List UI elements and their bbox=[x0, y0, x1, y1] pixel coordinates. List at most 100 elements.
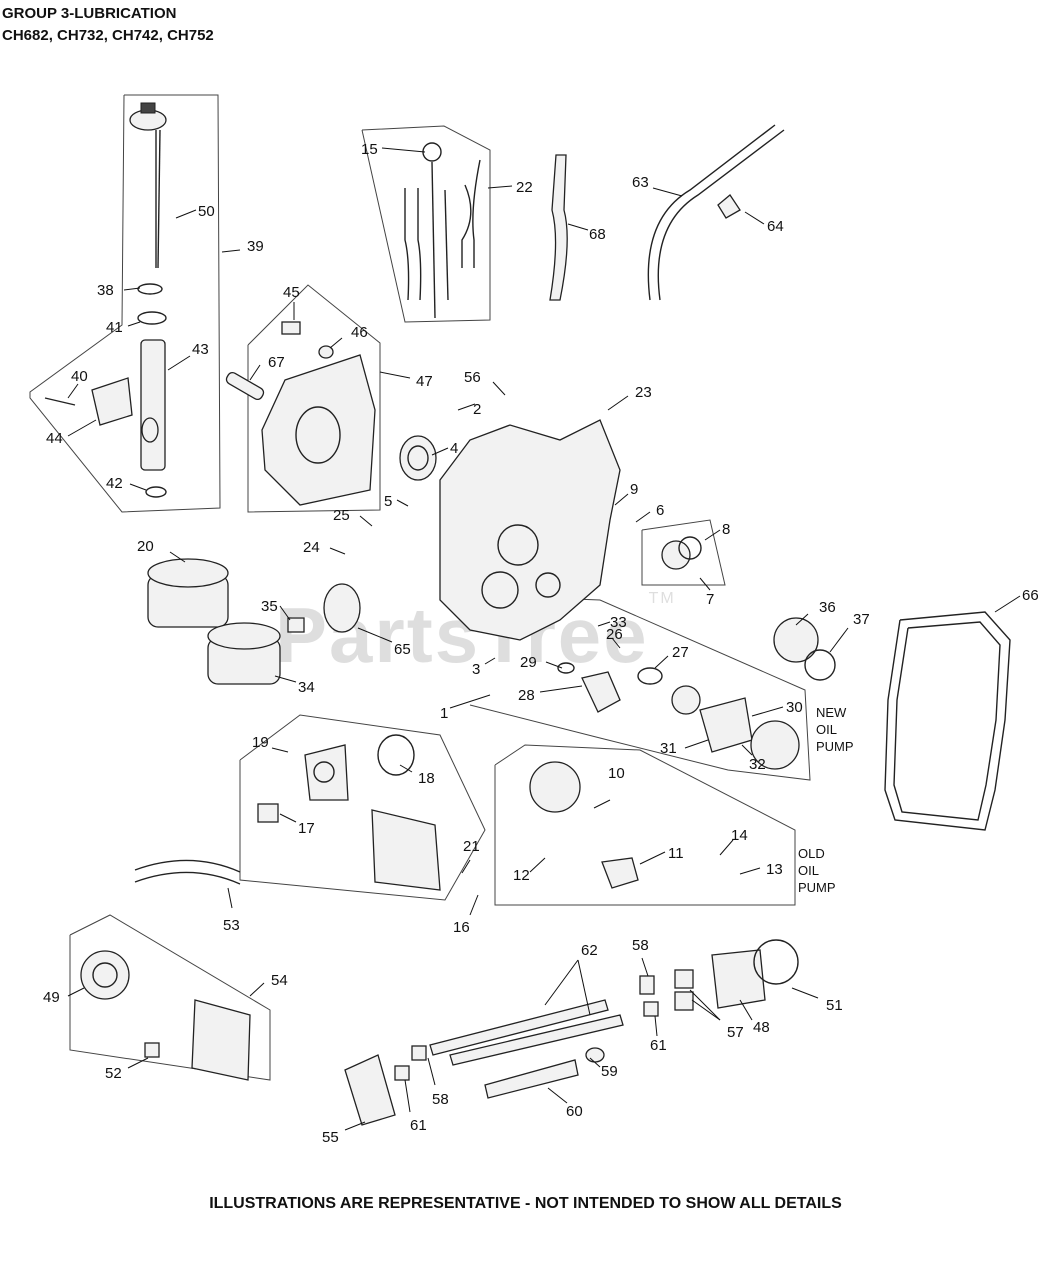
callout-57: 57 bbox=[727, 1024, 744, 1041]
callout-16: 16 bbox=[453, 919, 470, 936]
callout-50: 50 bbox=[198, 203, 215, 220]
pickup-11 bbox=[601, 857, 639, 889]
fitting-61a bbox=[643, 1001, 659, 1017]
callout-44: 44 bbox=[46, 430, 63, 447]
callout-34: 34 bbox=[298, 679, 315, 696]
callout-19: 19 bbox=[252, 734, 269, 751]
callout-45: 45 bbox=[283, 284, 300, 301]
callout-37: 37 bbox=[853, 611, 870, 628]
seal-4 bbox=[399, 435, 437, 481]
callout-66: 66 bbox=[1022, 587, 1039, 604]
hose-62a bbox=[429, 999, 609, 1056]
callout-41: 41 bbox=[106, 319, 123, 336]
tube-63 bbox=[647, 124, 776, 301]
group-box-19 bbox=[239, 714, 486, 901]
o-ring-18 bbox=[377, 734, 415, 776]
new-pump-line-2: OIL bbox=[816, 722, 837, 737]
diagram-title: GROUP 3-LUBRICATION bbox=[2, 5, 177, 22]
callout-24: 24 bbox=[303, 539, 320, 556]
pump-cover-31 bbox=[699, 697, 753, 753]
callout-54: 54 bbox=[271, 972, 288, 989]
callout-32: 32 bbox=[749, 756, 766, 773]
callout-13: 13 bbox=[766, 861, 783, 878]
callout-40: 40 bbox=[71, 368, 88, 385]
callout-15: 15 bbox=[361, 141, 378, 158]
model-list: CH682, CH732, CH742, CH752 bbox=[2, 27, 214, 44]
cooler-54 bbox=[191, 999, 251, 1081]
gasket-36 bbox=[773, 617, 819, 663]
crankcase-bore bbox=[497, 524, 539, 566]
leader-lines bbox=[67, 147, 1021, 1131]
callout-61b: 61 bbox=[410, 1117, 427, 1134]
callout-2: 2 bbox=[473, 401, 481, 418]
callout-28: 28 bbox=[518, 687, 535, 704]
callout-21: 21 bbox=[463, 838, 480, 855]
group-box-old-pump bbox=[494, 744, 796, 906]
cooler-adapter bbox=[304, 744, 349, 801]
callout-6: 6 bbox=[656, 502, 664, 519]
callout-8: 8 bbox=[722, 521, 730, 538]
bracket-44 bbox=[91, 377, 133, 426]
callout-58a: 58 bbox=[632, 937, 649, 954]
callout-65: 65 bbox=[394, 641, 411, 658]
rotor-30 bbox=[671, 685, 701, 715]
callout-numbers: 1 2 3 4 5 6 7 8 9 10 11 12 13 14 15 16 1… bbox=[43, 141, 1039, 1146]
hose-62b bbox=[449, 1014, 624, 1066]
nipple-35 bbox=[287, 617, 305, 633]
screw-45 bbox=[281, 321, 301, 335]
o-ring-37 bbox=[804, 649, 836, 681]
cover-bore bbox=[295, 406, 341, 464]
callout-5: 5 bbox=[384, 493, 392, 510]
callout-23: 23 bbox=[635, 384, 652, 401]
callout-61a: 61 bbox=[650, 1037, 667, 1054]
pump-gear bbox=[750, 720, 800, 770]
tube-b bbox=[417, 188, 422, 301]
gasket-66 bbox=[884, 611, 1011, 831]
old-oil-pump-label: OLD OIL PUMP bbox=[798, 845, 836, 896]
callout-59: 59 bbox=[601, 1063, 618, 1080]
callout-12: 12 bbox=[513, 867, 530, 884]
tube-c bbox=[444, 189, 449, 301]
cover-plate-47 bbox=[261, 354, 376, 506]
adapter-plate-65 bbox=[323, 583, 361, 633]
callout-22: 22 bbox=[516, 179, 533, 196]
callout-47: 47 bbox=[416, 373, 433, 390]
callout-51: 51 bbox=[826, 997, 843, 1014]
callout-18: 18 bbox=[418, 770, 435, 787]
callout-55: 55 bbox=[322, 1129, 339, 1146]
tube-bracket bbox=[141, 417, 159, 443]
group-box-new-pump bbox=[469, 594, 811, 781]
tube-a bbox=[404, 188, 410, 301]
callout-11: 11 bbox=[668, 845, 684, 862]
callout-62: 62 bbox=[581, 942, 598, 959]
callout-53: 53 bbox=[223, 917, 240, 934]
callout-27: 27 bbox=[672, 644, 689, 661]
o-ring-41 bbox=[137, 311, 167, 325]
callout-25: 25 bbox=[333, 507, 350, 524]
old-pump-line-2: OIL bbox=[798, 863, 819, 878]
callout-4: 4 bbox=[450, 440, 458, 457]
callout-35: 35 bbox=[261, 598, 278, 615]
dipstick-15-blade bbox=[431, 161, 436, 319]
callout-7: 7 bbox=[706, 591, 714, 608]
dowel-pin-67 bbox=[225, 371, 265, 401]
group-box-39 bbox=[29, 94, 221, 513]
clamp-59 bbox=[585, 1047, 605, 1063]
callout-36: 36 bbox=[819, 599, 836, 616]
callout-31: 31 bbox=[660, 740, 677, 757]
fitting-57a bbox=[674, 969, 694, 989]
washer-46 bbox=[318, 345, 334, 359]
callout-68: 68 bbox=[589, 226, 606, 243]
callout-67: 67 bbox=[268, 354, 285, 371]
o-ring-29 bbox=[557, 662, 575, 674]
adapter-49 bbox=[80, 950, 130, 1000]
nipple-17 bbox=[257, 803, 279, 823]
group-box-22 bbox=[361, 125, 491, 323]
callout-39: 39 bbox=[247, 238, 264, 255]
callout-52: 52 bbox=[105, 1065, 122, 1082]
callout-60: 60 bbox=[566, 1103, 583, 1120]
tube-d bbox=[461, 184, 472, 268]
filter-base-48 bbox=[711, 949, 766, 1009]
fitting-57b bbox=[674, 991, 694, 1011]
callout-42: 42 bbox=[106, 475, 123, 492]
